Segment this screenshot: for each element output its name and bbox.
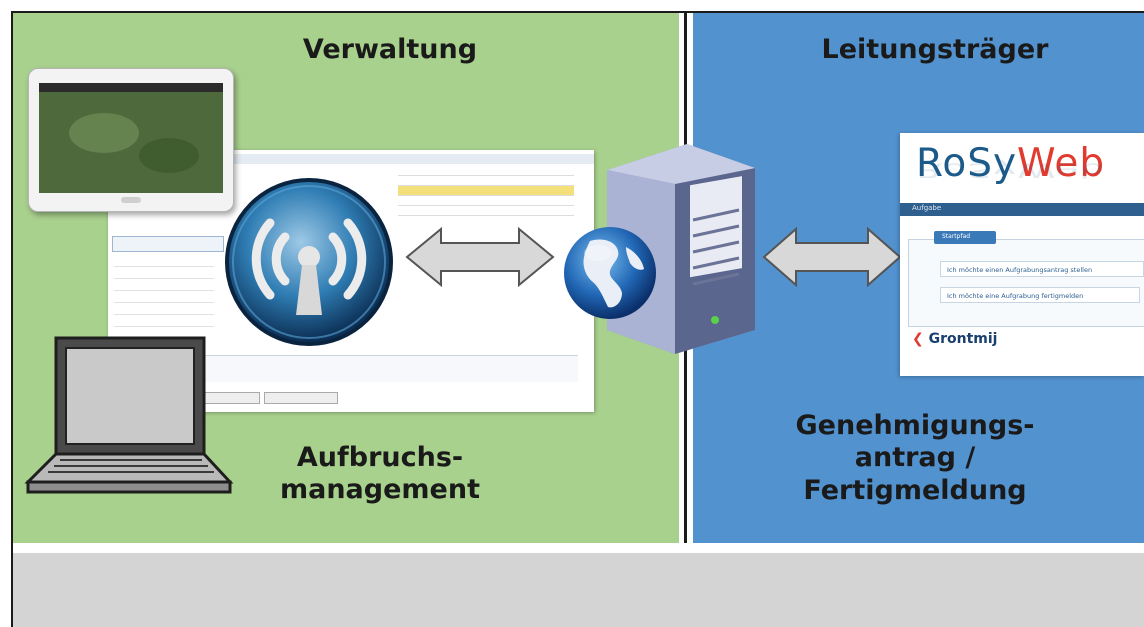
form-line [114, 270, 214, 279]
table-row-highlighted [398, 186, 574, 196]
laptop-icon [24, 336, 234, 494]
rosyweb-option-fertig: Ich möchte eine Aufgrabung fertigmelden [940, 287, 1140, 303]
globe-icon [564, 227, 656, 319]
table-header [224, 154, 594, 164]
table-row [398, 196, 574, 206]
bottom-band [13, 553, 1144, 627]
grontmij-logo: ❮ Grontmij [912, 331, 998, 347]
outer-frame [11, 11, 1144, 627]
aufbruchs-line-2: management [279, 474, 480, 506]
form-line [114, 258, 214, 267]
tablet-icon [28, 68, 234, 212]
screenshot-button [264, 392, 338, 404]
table-row [398, 206, 574, 216]
rosyweb-box-tab: Startpfad [934, 231, 996, 244]
rosyweb-option-antrag: Ich möchte einen Aufgrabungsantrag stell… [940, 261, 1144, 277]
genehm-line-3: Fertigmeldung [803, 474, 1027, 506]
double-arrow-icon [762, 226, 902, 288]
leitungstraeger-title: Leitungsträger [821, 34, 1049, 65]
bottom-gap [13, 543, 1144, 553]
verwaltung-title: Verwaltung [302, 34, 478, 65]
wireless-antenna-icon [225, 178, 393, 346]
table-footer [198, 355, 578, 382]
rosyweb-nav-bar: Aufgabe [900, 203, 1144, 216]
form-line [114, 318, 214, 327]
aufbruchs-line-1: Aufbruchs- [296, 442, 464, 473]
double-arrow-icon [405, 226, 555, 288]
table-row [398, 166, 574, 176]
form-line [114, 282, 214, 291]
rosyweb-logo: RoSyWeb [916, 141, 1106, 186]
rosyweb-screenshot: RoSyWeb RoSyWeb Aufgabe Startpfad Ich mö… [900, 133, 1144, 376]
aufbruchsmanagement-label: Aufbruchs- management [250, 442, 510, 507]
rosyweb-logo-reflection: RoSyWeb [916, 158, 1106, 182]
form-line [114, 306, 214, 315]
genehm-line-1: Genehmigungs- [795, 410, 1035, 441]
genehm-line-2: antrag / [854, 442, 976, 474]
genehmigungsantrag-label: Genehmigungs- antrag / Fertigmeldung [765, 410, 1065, 507]
tablet-map-screen [39, 83, 223, 193]
table-row [398, 176, 574, 186]
form-tabs [112, 236, 224, 252]
rosyweb-action-box [908, 239, 1144, 327]
form-line [114, 294, 214, 303]
